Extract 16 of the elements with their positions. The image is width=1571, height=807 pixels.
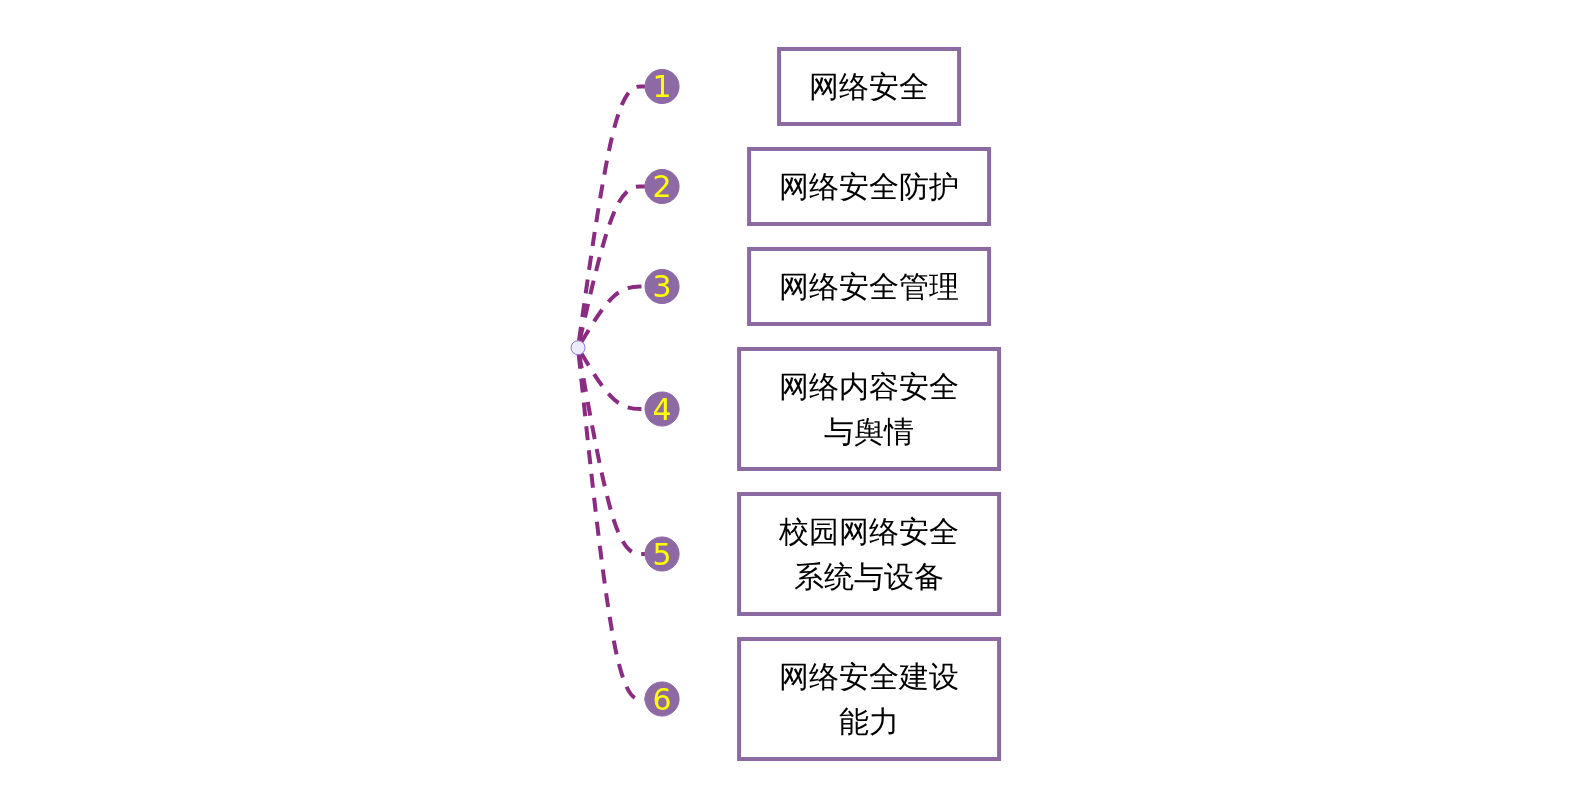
node-box: 校园网络安全系统与设备 [737, 491, 1002, 616]
node-circle [570, 339, 586, 355]
node-circle: 4 [644, 390, 681, 427]
node-box: 网络安全管理 [747, 246, 992, 326]
node-box: 网络安全建设能力 [737, 636, 1002, 761]
node-circle: 2 [644, 168, 681, 204]
node-box: 网络安全防护 [747, 146, 992, 226]
node-circle: 3 [644, 268, 681, 304]
connector [577, 354, 646, 701]
node-circle: 6 [644, 680, 681, 717]
connector [577, 84, 646, 341]
node-box: 网络安全 [777, 46, 962, 126]
node-circle: 5 [644, 535, 681, 572]
node-box: 网络内容安全与舆情 [737, 346, 1002, 471]
connector [578, 184, 646, 341]
node-circle: 1 [644, 68, 681, 104]
